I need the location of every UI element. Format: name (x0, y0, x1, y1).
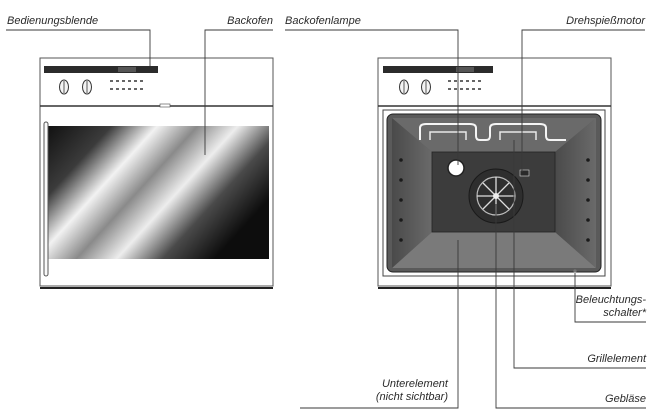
label-beleuchtungsschalter-line1: Beleuchtungs- (575, 294, 646, 306)
leader-unterelement (300, 240, 459, 409)
label-drehspiessmotor: Drehspießmotor (566, 15, 645, 27)
label-beleuchtungsschalter-line2: schalter* (603, 307, 646, 319)
shelf-supports (399, 158, 590, 242)
oven-door-glass (48, 126, 269, 259)
label-unterelement: Unterelement (nicht sichtbar) (330, 378, 448, 404)
light-switch (573, 269, 577, 273)
label-bedienungsblende: Bedienungsblende (7, 15, 99, 27)
label-geblaese: Gebläse (605, 393, 646, 405)
oven-open (377, 57, 612, 289)
fan (468, 168, 524, 224)
label-backofen: Backofen (227, 15, 273, 27)
rotisserie-socket (519, 169, 530, 177)
control-knobs-right (399, 79, 431, 95)
oven-lamp (447, 159, 465, 177)
control-knobs (59, 79, 92, 95)
leader-lines (6, 29, 646, 409)
leader-backofen (204, 29, 273, 155)
leader-bedienungsblende (6, 29, 151, 66)
leader-grillelement (513, 140, 646, 369)
leader-geblaese (495, 204, 646, 409)
label-grillelement: Grillelement (587, 353, 646, 365)
label-unterelement-line1: Unterelement (381, 378, 448, 390)
label-backofenlampe: Backofenlampe (285, 15, 361, 27)
leader-drehspiessmotor (521, 29, 645, 172)
oven-closed (39, 57, 274, 289)
control-panel-strip-right (383, 66, 493, 73)
leader-beleuchtungsschalter (574, 273, 646, 323)
label-beleuchtungsschalter: Beleuchtungs- schalter* (520, 294, 646, 320)
leader-backofenlampe (285, 29, 459, 165)
door-handle (43, 121, 49, 277)
control-panel-strip (44, 66, 158, 73)
grill-element (419, 123, 566, 141)
label-unterelement-line2: (nicht sichtbar) (375, 391, 448, 403)
